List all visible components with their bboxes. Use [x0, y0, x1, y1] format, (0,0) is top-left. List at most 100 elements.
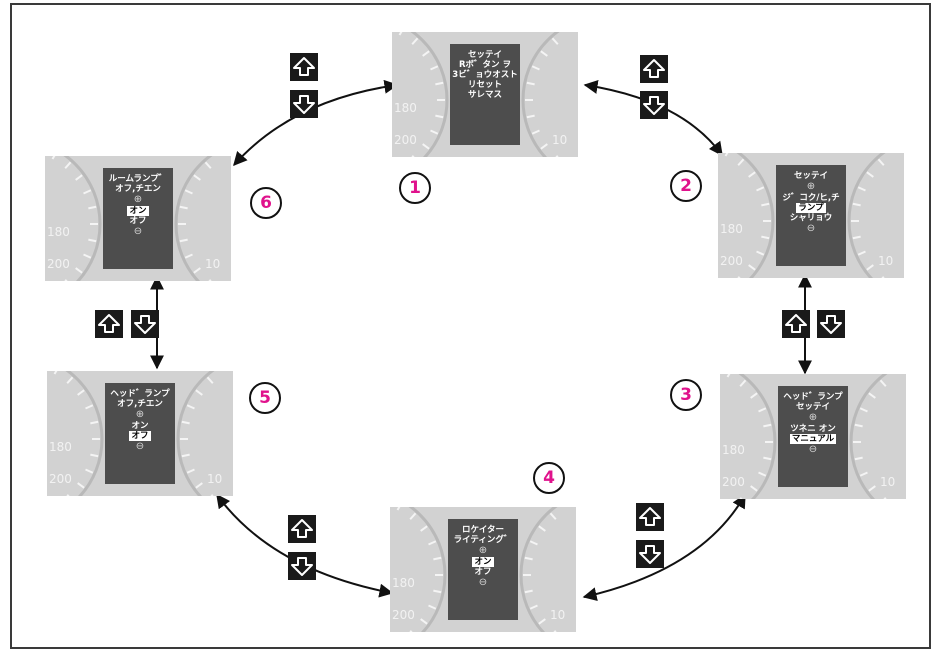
- display-screen: ヘッド゛ランプセッテイ⊕ツネニ オンマニュアル⊖: [778, 386, 848, 487]
- screen-text-line: オン: [105, 421, 175, 431]
- screen-text-line: ジ゛コク/ヒ,チ: [776, 193, 846, 203]
- gauge-tick-label: 10: [878, 254, 893, 268]
- gauge-tick-label: 180: [394, 101, 417, 115]
- screen-text-line: リセット: [450, 80, 520, 90]
- up-arrow-icon: [290, 53, 318, 81]
- down-arrow-icon: [131, 310, 159, 338]
- down-arrow-icon: [290, 90, 318, 118]
- gauge-tick-label: 200: [47, 257, 70, 271]
- step-number-3: 3: [670, 379, 702, 411]
- selected-option: ランプ: [796, 203, 825, 213]
- up-arrow-button[interactable]: [782, 310, 810, 338]
- gauge-tick-label: 180: [392, 576, 415, 590]
- step-number-5: 5: [249, 382, 281, 414]
- gauge-tick-label: 200: [394, 133, 417, 147]
- step-number-6: 6: [250, 187, 282, 219]
- gauge-tick-label: 200: [720, 254, 743, 268]
- plus-circle-icon: ⊕: [448, 545, 518, 557]
- minus-circle-icon: ⊖: [103, 226, 173, 238]
- plus-circle-icon: ⊕: [778, 412, 848, 424]
- arrow-3-4: [584, 495, 745, 597]
- screen-text-line: ロケイター: [448, 525, 518, 535]
- display-panel-6: 180 200 10 ルームランプ゛オフ,チエン⊕オンオフ⊖: [45, 156, 231, 281]
- screen-text-line: オフ: [448, 567, 518, 577]
- screen-text-line: シャリョウ: [776, 213, 846, 223]
- screen-text-line: オフ: [105, 431, 175, 441]
- up-arrow-button[interactable]: [640, 55, 668, 83]
- diagram-frame: 18020010セッテイRボ゛タン ヲ3ビ゛ョウオストリセットサレマス 1802…: [10, 3, 931, 649]
- step-number-4: 4: [533, 462, 565, 494]
- gauge-tick-label: 180: [722, 443, 745, 457]
- step-number-2: 2: [670, 170, 702, 202]
- screen-text-line: オフ: [103, 216, 173, 226]
- down-arrow-icon: [636, 540, 664, 568]
- display-screen: ルームランプ゛オフ,チエン⊕オンオフ⊖: [103, 168, 173, 269]
- down-arrow-button[interactable]: [288, 552, 316, 580]
- display-screen: ヘッド゛ランプオフ,チエン⊕オンオフ⊖: [105, 383, 175, 484]
- up-arrow-icon: [95, 310, 123, 338]
- selected-option: オン: [127, 206, 148, 216]
- plus-circle-icon: ⊕: [776, 181, 846, 193]
- display-screen: セッテイRボ゛タン ヲ3ビ゛ョウオストリセットサレマス: [450, 44, 520, 145]
- down-arrow-button[interactable]: [817, 310, 845, 338]
- screen-text-line: ルームランプ゛: [103, 174, 173, 184]
- down-arrow-button[interactable]: [131, 310, 159, 338]
- display-panel-5: 180 200 10 ヘッド゛ランプオフ,チエン⊕オンオフ⊖: [47, 371, 233, 496]
- up-arrow-icon: [636, 503, 664, 531]
- screen-text-line: オン: [103, 206, 173, 216]
- selected-option: オフ: [129, 431, 150, 441]
- minus-circle-icon: ⊖: [105, 441, 175, 453]
- down-arrow-button[interactable]: [640, 91, 668, 119]
- gauge-tick-label: 10: [880, 475, 895, 489]
- screen-text-line: マニュアル: [778, 434, 848, 444]
- gauge-tick-label: 10: [550, 608, 565, 622]
- screen-text-line: オン: [448, 557, 518, 567]
- screen-text-line: セッテイ: [776, 171, 846, 181]
- display-panel-4: 180 200 10 ロケイターライティング゛⊕オンオフ⊖: [390, 507, 576, 632]
- display-panel-2: 180 200 10 セッテイ⊕ジ゛コク/ヒ,チランプシャリョウ⊖: [718, 153, 904, 278]
- screen-text-line: セッテイ: [778, 402, 848, 412]
- gauge-tick-label: 10: [207, 472, 222, 486]
- display-panel-3: 180 200 10 ヘッド゛ランプセッテイ⊕ツネニ オンマニュアル⊖: [720, 374, 906, 499]
- gauge-tick-label: 180: [720, 222, 743, 236]
- up-arrow-icon: [782, 310, 810, 338]
- up-arrow-button[interactable]: [95, 310, 123, 338]
- minus-circle-icon: ⊖: [448, 577, 518, 589]
- plus-circle-icon: ⊕: [105, 409, 175, 421]
- down-arrow-button[interactable]: [636, 540, 664, 568]
- screen-text-line: Rボ゛タン ヲ: [450, 60, 520, 70]
- gauge-tick-label: 200: [392, 608, 415, 622]
- down-arrow-button[interactable]: [290, 90, 318, 118]
- screen-text-line: ランプ: [776, 203, 846, 213]
- up-arrow-button[interactable]: [288, 515, 316, 543]
- screen-text-line: 3ビ゛ョウオスト: [450, 70, 520, 80]
- minus-circle-icon: ⊖: [776, 223, 846, 235]
- selected-option: マニュアル: [790, 434, 836, 444]
- screen-text-line: ヘッド゛ランプ: [778, 392, 848, 402]
- gauge-tick-label: 10: [205, 257, 220, 271]
- screen-text-line: セッテイ: [450, 50, 520, 60]
- display-screen: セッテイ⊕ジ゛コク/ヒ,チランプシャリョウ⊖: [776, 165, 846, 266]
- up-arrow-button[interactable]: [636, 503, 664, 531]
- gauge-tick-label: 180: [47, 225, 70, 239]
- down-arrow-icon: [288, 552, 316, 580]
- minus-circle-icon: ⊖: [778, 444, 848, 456]
- screen-text-line: ヘッド゛ランプ: [105, 389, 175, 399]
- down-arrow-icon: [817, 310, 845, 338]
- up-arrow-button[interactable]: [290, 53, 318, 81]
- down-arrow-icon: [640, 91, 668, 119]
- screen-text-line: オフ,チエン: [103, 184, 173, 194]
- screen-text-line: サレマス: [450, 90, 520, 100]
- gauge-tick-label: 10: [552, 133, 567, 147]
- plus-circle-icon: ⊕: [103, 194, 173, 206]
- screen-text-line: ライティング゛: [448, 535, 518, 545]
- screen-text-line: ツネニ オン: [778, 424, 848, 434]
- screen-text-line: オフ,チエン: [105, 399, 175, 409]
- gauge-tick-label: 200: [722, 475, 745, 489]
- gauge-tick-label: 200: [49, 472, 72, 486]
- up-arrow-icon: [640, 55, 668, 83]
- step-number-1: 1: [399, 172, 431, 204]
- gauge-tick-label: 180: [49, 440, 72, 454]
- display-screen: ロケイターライティング゛⊕オンオフ⊖: [448, 519, 518, 620]
